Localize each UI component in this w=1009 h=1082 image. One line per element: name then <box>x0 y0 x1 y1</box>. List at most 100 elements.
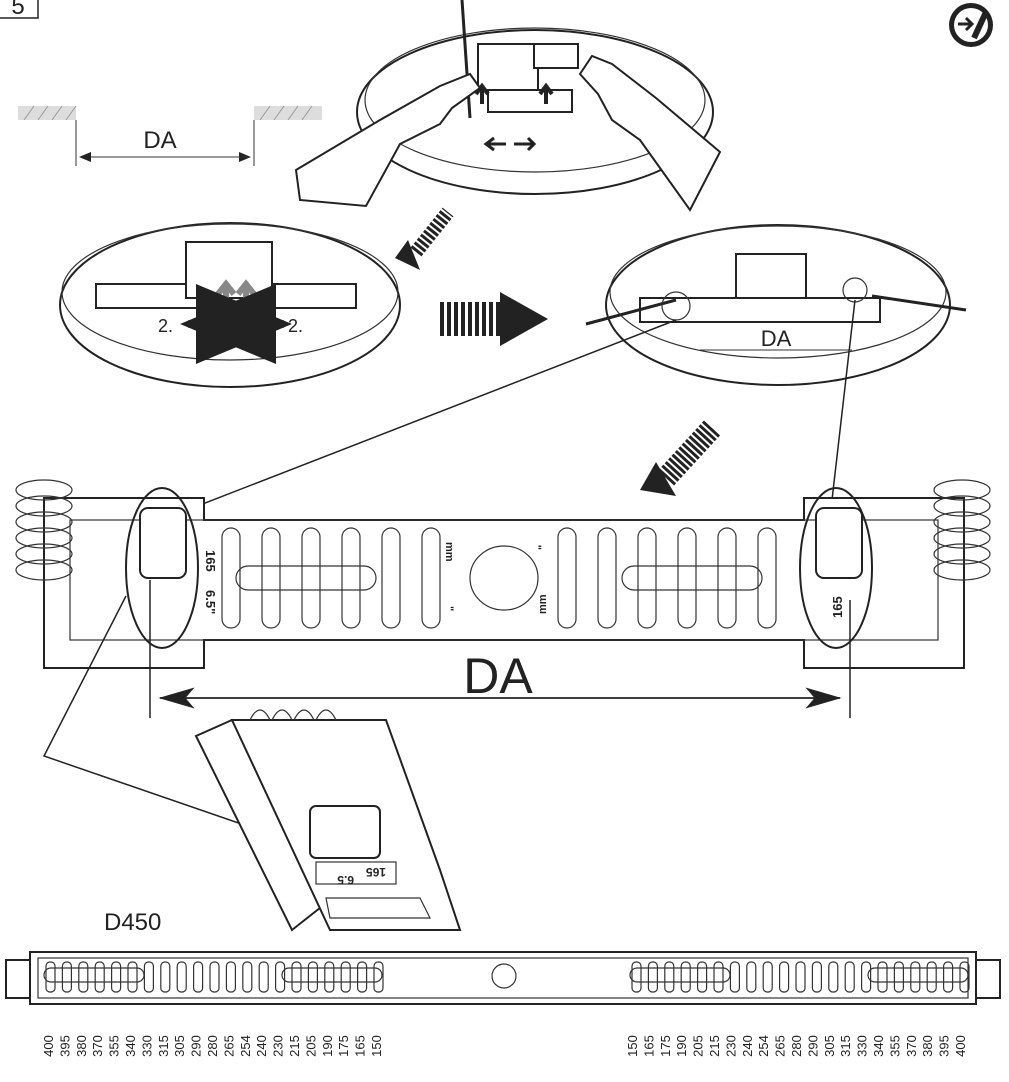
scale-slot <box>893 961 905 993</box>
scale-slot <box>631 961 642 993</box>
mark-mm-unit-right: mm <box>537 594 549 614</box>
bracket-detail-view: 165 6.5 <box>194 709 462 932</box>
scale-slot <box>811 961 823 993</box>
scale-slot <box>713 961 724 993</box>
scale-label: 150 <box>625 1035 640 1057</box>
scale-slot <box>926 961 937 993</box>
scale-label: 355 <box>107 1035 122 1057</box>
da-dimension-big: DA <box>149 580 851 718</box>
mark-inch-unit-right: " <box>537 545 549 550</box>
scale-slot <box>340 961 351 993</box>
scale-label: 280 <box>205 1035 220 1057</box>
scale-label: 315 <box>838 1035 853 1057</box>
scale-label: 330 <box>139 1035 154 1057</box>
scale-label: 370 <box>904 1035 919 1057</box>
scale-label: 330 <box>855 1035 870 1057</box>
scale-slot <box>696 961 708 993</box>
da-label-big: DA <box>463 648 533 704</box>
scale-slot <box>664 961 675 993</box>
scale-label: 340 <box>871 1035 886 1057</box>
scale-label: 395 <box>57 1035 72 1057</box>
mark-left-inch: 6.5" <box>203 590 218 614</box>
scale-label: 190 <box>674 1035 689 1057</box>
da-label-mid: DA <box>761 326 792 351</box>
arrow-right-icon <box>440 292 548 346</box>
scale-slot <box>45 961 56 993</box>
mark-inch-unit-left: " <box>443 606 455 611</box>
scale-slot <box>176 961 187 993</box>
scale-label: 380 <box>920 1035 935 1057</box>
scale-label: 254 <box>238 1035 253 1057</box>
label-step2-right: 2. <box>288 316 303 336</box>
scale-slot <box>910 961 921 993</box>
scale-slot <box>877 961 888 993</box>
scale-label: 370 <box>90 1035 105 1057</box>
scale-slot <box>959 961 970 993</box>
step-number: 5 <box>11 0 24 20</box>
scale-label: 175 <box>336 1035 351 1057</box>
scale-slot <box>160 961 171 993</box>
scale-label: 305 <box>172 1035 187 1057</box>
fixture-with-hands <box>294 0 722 212</box>
bracket-enlarged: 165 6.5" mm " " mm 165 <box>15 479 991 669</box>
label-step1: 1. <box>224 316 239 336</box>
scale-slot <box>291 961 302 993</box>
scale-label: 280 <box>789 1035 804 1057</box>
scale-label: 215 <box>707 1035 722 1057</box>
scale-label: 355 <box>887 1035 902 1057</box>
scale-label: 340 <box>123 1035 138 1057</box>
scale-slot <box>127 961 138 993</box>
scale-slot <box>242 961 253 993</box>
scale-slot <box>942 961 954 993</box>
label-step2-left: 2. <box>158 316 173 336</box>
fixture-right: DA <box>585 224 967 386</box>
detail-mark-inch: 6.5 <box>337 873 354 887</box>
scale-slot <box>729 961 741 993</box>
scale-label: 290 <box>805 1035 820 1057</box>
tool-icon <box>949 3 993 47</box>
model-label: D450 <box>104 909 161 936</box>
scale-slot <box>746 961 757 993</box>
scale-label: 205 <box>691 1035 706 1057</box>
mark-right-mm: 165 <box>830 596 845 618</box>
scale-slot <box>110 961 122 993</box>
arrow-down-left-icon <box>640 420 721 496</box>
scale-label: 305 <box>822 1035 837 1057</box>
scale-label: 380 <box>74 1035 89 1057</box>
d450-scale-strip <box>5 951 1001 1005</box>
scale-slot <box>324 961 335 993</box>
scale-label: 175 <box>658 1035 673 1057</box>
scale-label: 265 <box>221 1035 236 1057</box>
scale-label: 190 <box>320 1035 335 1057</box>
scale-label: 400 <box>41 1035 56 1057</box>
scale-slot <box>78 961 89 993</box>
scale-slot <box>258 961 269 993</box>
mark-mm-unit-left: mm <box>443 542 455 562</box>
scale-label: 240 <box>254 1035 269 1057</box>
scale-label: 230 <box>271 1035 286 1057</box>
scale-label: 150 <box>369 1035 384 1057</box>
scale-label: 315 <box>156 1035 171 1057</box>
ceiling-cutout-diagram: DA <box>18 105 322 166</box>
arrow-icon <box>395 207 454 270</box>
scale-label: 215 <box>287 1035 302 1057</box>
scale-slot <box>680 961 691 993</box>
scale-slot <box>357 961 368 993</box>
scale-slot <box>209 961 220 993</box>
da-label-top: DA <box>143 127 176 154</box>
scale-slot <box>778 961 790 993</box>
scale-slot <box>193 961 204 993</box>
scale-label: 205 <box>303 1035 318 1057</box>
scale-label: 265 <box>773 1035 788 1057</box>
scale-label: 165 <box>353 1035 368 1057</box>
scale-slot <box>860 961 872 993</box>
scale-slot <box>275 961 286 993</box>
scale-slot <box>61 961 73 993</box>
scale-label: 395 <box>937 1035 952 1057</box>
scale-slot <box>307 961 318 993</box>
scale-label: 240 <box>740 1035 755 1057</box>
mark-left-mm: 165 <box>203 550 218 572</box>
